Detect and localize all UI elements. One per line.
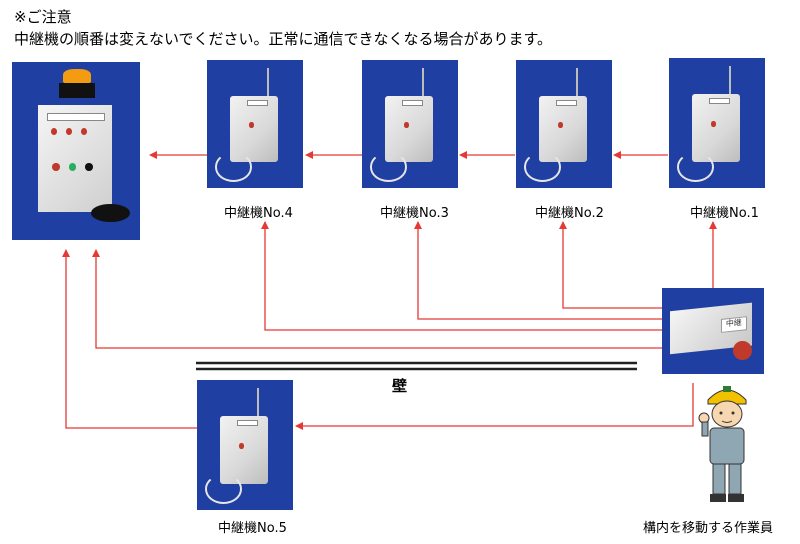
antenna-base (91, 204, 130, 223)
wall-label: 壁 (392, 377, 408, 395)
lamp-base (59, 83, 96, 98)
repeater-no1-photo (669, 58, 765, 188)
notice-title: ※ご注意 (14, 8, 72, 26)
control-box (37, 104, 112, 212)
notice-body: 中継機の順番は変えないでください。正常に通信できなくなる場合があります。 (14, 30, 553, 48)
arrow-tx-to-no4 (261, 221, 662, 331)
transmitter-button (733, 341, 752, 361)
arrow-tx-to-base (92, 249, 662, 349)
arrow-tx-to-no2 (559, 221, 662, 309)
arrow-worker-to-no5 (295, 383, 694, 430)
repeater-no4-label: 中継機No.4 (224, 206, 293, 221)
arrow-tx-to-no3 (414, 221, 662, 320)
repeater-no5-photo (197, 380, 293, 510)
arrow-no5-to-base (62, 249, 197, 429)
worker-label: 構内を移動する作業員 (643, 521, 774, 536)
repeater-no1-label: 中継機No.1 (690, 206, 759, 221)
repeater-no5-label: 中継機No.5 (218, 521, 287, 536)
repeater-no4-photo (207, 60, 303, 188)
warning-lamp-icon (63, 69, 92, 84)
transmitter-sticker: 中継 (720, 315, 748, 333)
repeater-no3-label: 中継機No.3 (380, 206, 449, 221)
base-unit-photo (12, 62, 140, 240)
repeater-no2-label: 中継機No.2 (535, 206, 604, 221)
repeater-no3-photo (362, 60, 458, 188)
transmitter-photo: 中継 (662, 288, 764, 374)
wall-line (196, 361, 637, 371)
repeater-no2-photo (516, 60, 612, 188)
worker-icon (698, 386, 747, 502)
